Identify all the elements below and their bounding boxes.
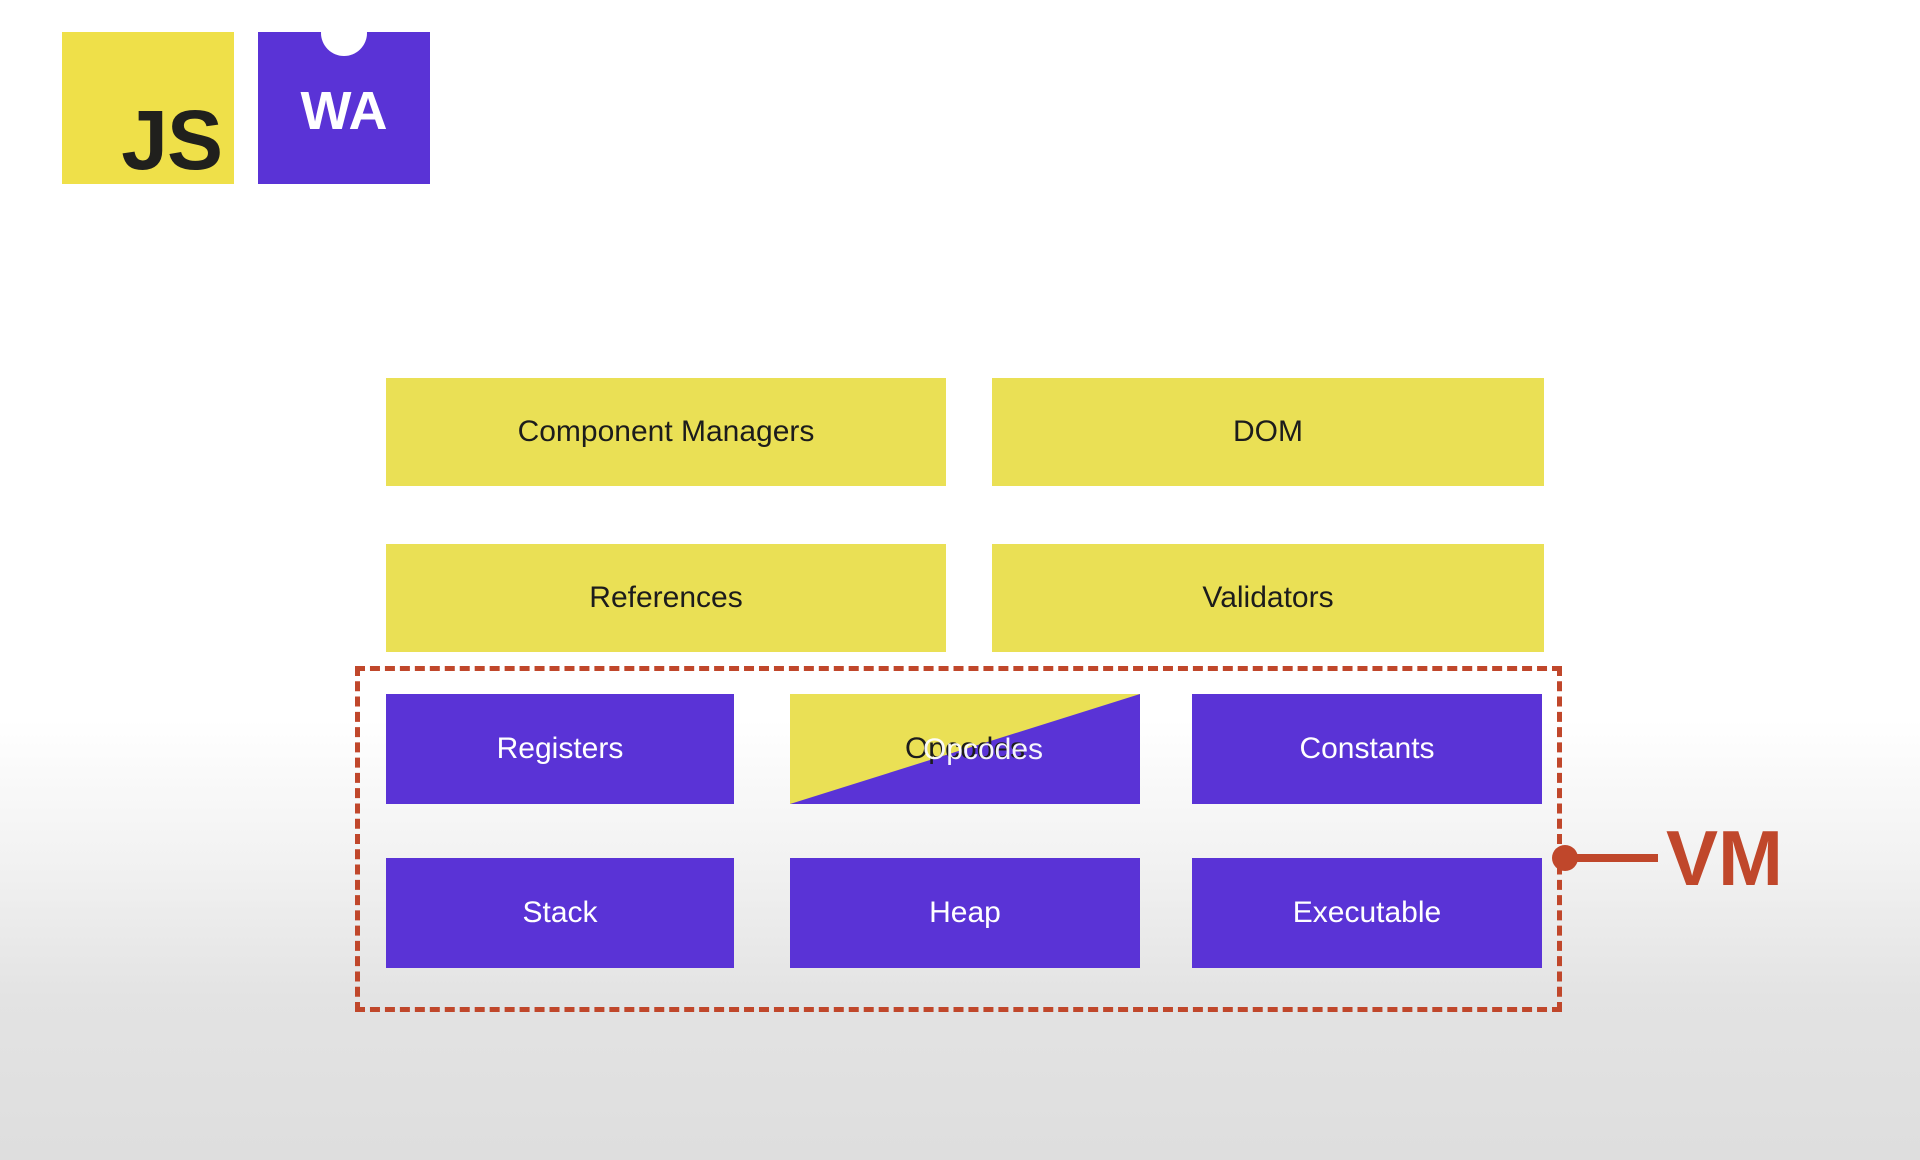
node-stack[interactable]: Stack [386,858,734,968]
callout-dot-icon [1552,845,1578,871]
node-opcodes-label: Opcodes [922,733,1044,767]
node-executable-label: Executable [1292,896,1442,929]
webassembly-logo-text: WA [300,81,388,142]
node-registers[interactable]: Registers [386,694,734,804]
node-constants[interactable]: Constants [1192,694,1542,804]
node-opcodes[interactable]: Opcodes Opcodes [790,694,1140,804]
logo-row: JS WA [62,10,430,184]
node-registers-label: Registers [496,732,624,765]
node-executable[interactable]: Executable [1192,858,1542,968]
vm-group-label: VM [1666,814,1783,902]
node-dom[interactable]: DOM [992,378,1544,486]
node-component-managers-label: Component Managers [517,415,815,448]
javascript-logo: JS [62,32,234,184]
node-dom-label: DOM [1233,415,1303,448]
node-constants-label: Constants [1299,732,1435,765]
node-stack-label: Stack [522,896,598,929]
node-references[interactable]: References [386,544,946,652]
node-references-label: References [589,581,743,614]
node-heap-label: Heap [929,896,1001,929]
node-validators[interactable]: Validators [992,544,1544,652]
webassembly-logo: WA [258,10,430,184]
node-heap[interactable]: Heap [790,858,1140,968]
callout-leader-line [1576,854,1658,862]
node-component-managers[interactable]: Component Managers [386,378,946,486]
vm-group-boundary [355,666,1562,1012]
node-validators-label: Validators [1202,581,1334,614]
node-opcodes-label-previous: Opcodes [904,732,1026,765]
javascript-logo-text: JS [121,93,223,187]
vm-group-callout: VM [1552,810,1783,906]
webassembly-notch-icon [321,10,367,56]
